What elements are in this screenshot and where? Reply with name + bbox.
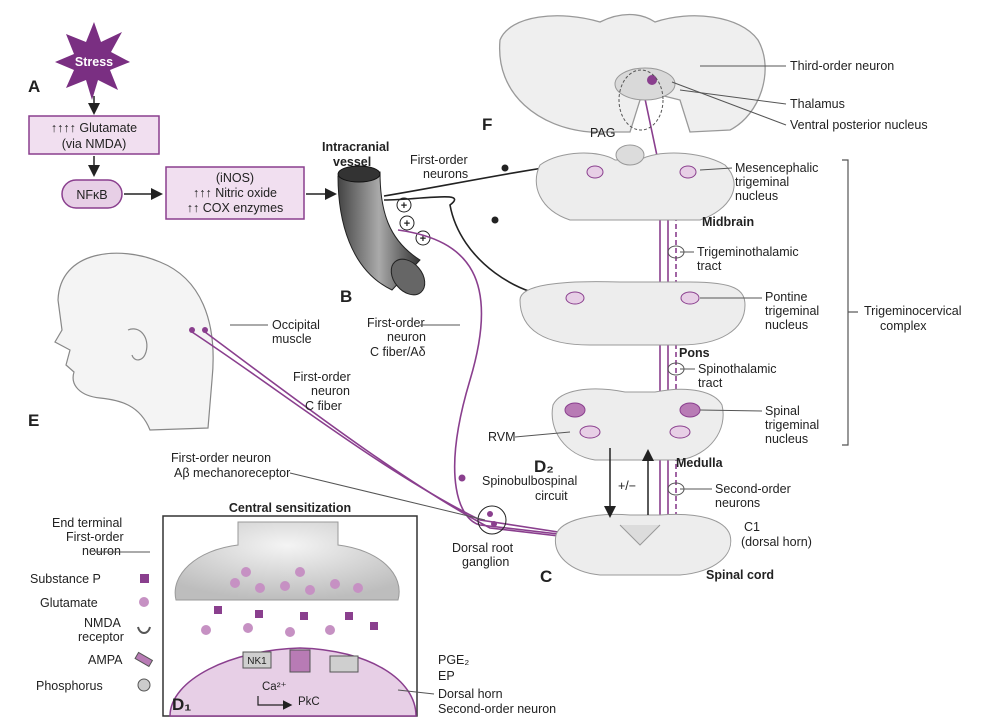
letter-d1: D₁ (172, 695, 191, 714)
spinal-cord-section: C (540, 514, 731, 586)
midbrain-label: Midbrain (702, 215, 754, 229)
spinobulbo-2: circuit (535, 489, 568, 503)
spinal-cord-label: Spinal cord (706, 568, 774, 582)
pkc-label: PkC (298, 696, 320, 708)
letter-a: A (28, 77, 40, 96)
third-order-label: Third-order neuron (790, 59, 894, 73)
first-order-c-2: neuron (311, 384, 350, 398)
first-order-c-1: First-order (293, 370, 351, 384)
medulla-label: Medulla (676, 456, 724, 470)
letter-b: B (340, 287, 352, 306)
stress-cascade: Stress A ↑↑↑↑ Glutamate (via NMDA) NFκB … (28, 22, 334, 219)
midbrain-section (536, 145, 734, 220)
letter-c: C (540, 567, 552, 586)
svg-text:+: + (404, 218, 410, 230)
occipital-1: Occipital (272, 318, 320, 332)
vessel-label-1: Intracranial (322, 140, 389, 154)
pontine-1: Pontine (765, 290, 807, 304)
end-terminal-2: First-order (66, 530, 124, 544)
first-order-ab-2: Aβ mechanoreceptor (174, 466, 290, 480)
second-order-2: neurons (715, 496, 760, 510)
legend-ampa: AMPA (88, 653, 123, 667)
first-order-c-3: C fiber (305, 399, 342, 413)
stress-label: Stress (75, 55, 113, 69)
legend-glutamate: Glutamate (40, 596, 98, 610)
inos-line-3: ↑↑ COX enzymes (187, 201, 284, 215)
mesenceph-2: trigeminal (735, 175, 789, 189)
spinal-trig-3: nucleus (765, 432, 808, 446)
second-order-1: Second-order (715, 482, 791, 496)
first-order-top-2: neurons (423, 167, 468, 181)
trig-tract-1: Trigeminothalamic (697, 245, 799, 259)
complex-1: Trigeminocervical (864, 304, 961, 318)
pontine-2: trigeminal (765, 304, 819, 318)
spinal-trig-2: trigeminal (765, 418, 819, 432)
thalamus-label: Thalamus (790, 97, 845, 111)
spino-tract-2: tract (698, 376, 723, 390)
pons-label: Pons (679, 346, 710, 360)
pge2-label: PGE₂ (438, 653, 469, 667)
end-terminal-3: neuron (82, 544, 121, 558)
letter-e: E (28, 411, 39, 430)
first-order-mid-2: neuron (387, 330, 426, 344)
nfkb-label: NFκB (76, 188, 107, 202)
pag-label: PAG (590, 126, 615, 140)
drg-1: Dorsal root (452, 541, 514, 555)
inos-line-2: ↑↑↑ Nitric oxide (193, 186, 277, 200)
svg-text:+: + (401, 200, 407, 212)
letter-f: F (482, 115, 492, 134)
first-order-ab-1: First-order neuron (171, 451, 271, 465)
brain-coronal-section: F (482, 15, 765, 135)
mesenceph-1: Mesencephalic (735, 161, 818, 175)
legend-nmda-1: NMDA (84, 616, 121, 630)
spinal-trig-1: Spinal (765, 404, 800, 418)
pons-section (520, 282, 745, 345)
pontine-3: nucleus (765, 318, 808, 332)
first-order-top-1: First-order (410, 153, 468, 167)
legend-substance-p: Substance P (30, 572, 101, 586)
dorsal-horn-1: Dorsal horn (438, 687, 503, 701)
nk1-label: NK1 (247, 656, 267, 667)
glutamate-line-2: (via NMDA) (62, 137, 127, 151)
dorsal-horn-2: Second-order neuron (438, 702, 556, 716)
mesenceph-3: nucleus (735, 189, 778, 203)
occipital-2: muscle (272, 332, 312, 346)
inos-line-1: (iNOS) (216, 171, 254, 185)
vpn-label: Ventral posterior nucleus (790, 118, 928, 132)
ep-label: EP (438, 669, 455, 683)
end-terminal-1: End terminal (52, 516, 122, 530)
first-order-mid-1: First-order (367, 316, 425, 330)
rvm-label: RVM (488, 430, 516, 444)
glutamate-line-1: ↑↑↑↑ Glutamate (51, 121, 137, 135)
trig-tract-2: tract (697, 259, 722, 273)
spino-tract-1: Spinothalamic (698, 362, 777, 376)
central-sens-title: Central sensitization (229, 501, 351, 515)
central-sensitization-panel: Central sensitization NK1 Ca²⁺ PkC D₁ (163, 501, 417, 716)
first-order-mid-3: C fiber/Aδ (370, 345, 426, 359)
c1-label-1: C1 (744, 520, 760, 534)
drg-2: ganglion (462, 555, 509, 569)
plusminus-label: +/− (618, 479, 636, 493)
complex-2: complex (880, 319, 927, 333)
spinobulbo-1: Spinobulbospinal (482, 474, 577, 488)
c1-label-2: (dorsal horn) (741, 535, 812, 549)
legend-phosphorus: Phosphorus (36, 679, 103, 693)
ca-label: Ca²⁺ (262, 681, 287, 693)
head-illustration: E (28, 253, 213, 430)
legend-nmda-2: receptor (78, 630, 124, 644)
